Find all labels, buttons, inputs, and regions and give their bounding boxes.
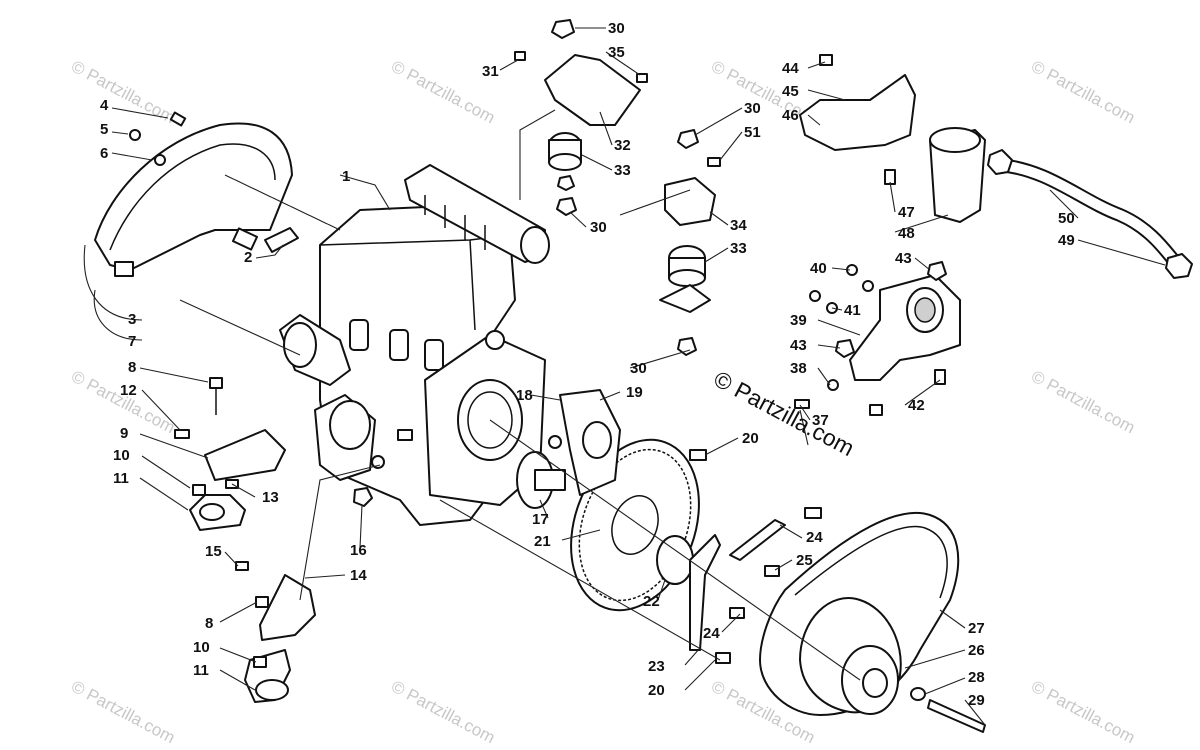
callout-47: 47 bbox=[898, 204, 915, 221]
callout-11: 11 bbox=[113, 470, 129, 487]
callout-14: 14 bbox=[350, 567, 367, 584]
callout-4: 4 bbox=[100, 97, 109, 114]
watermark-text: © Partzilla.com bbox=[388, 677, 498, 748]
callout-24-lower: 24 bbox=[703, 625, 720, 642]
callout-3: 3 bbox=[128, 311, 136, 328]
callout-46: 46 bbox=[782, 107, 799, 124]
callout-labels: 1 2 3 4 5 6 7 8 9 10 11 12 13 14 15 16 1… bbox=[100, 20, 1075, 709]
callout-34: 34 bbox=[730, 217, 747, 234]
callout-39: 39 bbox=[790, 312, 807, 329]
watermark-text: © Partzilla.com bbox=[1028, 677, 1138, 748]
callout-40: 40 bbox=[810, 260, 827, 277]
callout-7: 7 bbox=[128, 333, 136, 350]
upper-mount bbox=[544, 54, 641, 171]
bracket-39 bbox=[849, 274, 961, 381]
drive-clutch-and-belt bbox=[759, 511, 986, 733]
callout-24: 24 bbox=[806, 529, 823, 546]
callout-22: 22 bbox=[643, 593, 660, 610]
callout-21: 21 bbox=[534, 533, 551, 550]
callout-50: 50 bbox=[1058, 210, 1075, 227]
callout-20: 20 bbox=[742, 430, 759, 447]
leader-lines bbox=[83, 27, 1166, 726]
callout-11-lower: 11 bbox=[193, 662, 209, 679]
belt-guard bbox=[94, 122, 299, 277]
callout-51: 51 bbox=[744, 124, 761, 141]
callout-17: 17 bbox=[532, 511, 549, 528]
callout-23: 23 bbox=[648, 658, 665, 675]
mount-34 bbox=[659, 177, 716, 313]
hub bbox=[516, 451, 694, 585]
callout-20-lower: 20 bbox=[648, 682, 665, 699]
callout-1: 1 bbox=[342, 168, 350, 185]
callout-44: 44 bbox=[782, 60, 799, 77]
callout-12: 12 bbox=[120, 382, 137, 399]
callout-33-b: 33 bbox=[730, 240, 747, 257]
callout-13: 13 bbox=[262, 489, 279, 506]
callout-30-b: 30 bbox=[744, 100, 761, 117]
callout-41: 41 bbox=[844, 302, 861, 319]
callout-28: 28 bbox=[968, 669, 985, 686]
callout-43-b: 43 bbox=[790, 337, 807, 354]
callout-5: 5 bbox=[100, 121, 108, 138]
callout-15: 15 bbox=[205, 543, 222, 560]
callout-19: 19 bbox=[626, 384, 643, 401]
callout-8: 8 bbox=[128, 359, 136, 376]
watermark-text: © Partzilla.com bbox=[1028, 367, 1138, 438]
callout-30-d: 30 bbox=[630, 360, 647, 377]
fuel-filter-assembly bbox=[799, 74, 1193, 279]
callout-10: 10 bbox=[113, 447, 130, 464]
center-watermark: © Partzilla.com bbox=[710, 365, 859, 461]
callout-8-lower: 8 bbox=[205, 615, 213, 632]
callout-9: 9 bbox=[120, 425, 128, 442]
callout-31: 31 bbox=[482, 63, 499, 80]
callout-35: 35 bbox=[608, 44, 625, 61]
watermark-text: © Partzilla.com bbox=[68, 677, 178, 748]
callout-29: 29 bbox=[968, 692, 985, 709]
callout-37: 37 bbox=[812, 412, 829, 429]
callout-18: 18 bbox=[516, 387, 533, 404]
callout-30-c: 30 bbox=[590, 219, 607, 236]
callout-33: 33 bbox=[614, 162, 631, 179]
bracket-23 bbox=[689, 519, 786, 651]
mount-left-upper bbox=[189, 429, 316, 703]
bracket-19 bbox=[559, 389, 621, 496]
callout-10-lower: 10 bbox=[193, 639, 210, 656]
callout-43: 43 bbox=[895, 250, 912, 267]
callout-42: 42 bbox=[908, 397, 925, 414]
callout-32: 32 bbox=[614, 137, 631, 154]
callout-6: 6 bbox=[100, 145, 108, 162]
callout-49: 49 bbox=[1058, 232, 1075, 249]
callout-25: 25 bbox=[796, 552, 813, 569]
callout-16: 16 bbox=[350, 542, 367, 559]
callout-48: 48 bbox=[898, 225, 915, 242]
engine-block bbox=[279, 164, 562, 526]
watermark-text: © Partzilla.com bbox=[1028, 57, 1138, 128]
callout-38: 38 bbox=[790, 360, 807, 377]
callout-27: 27 bbox=[968, 620, 985, 637]
callout-45: 45 bbox=[782, 83, 799, 100]
callout-2: 2 bbox=[244, 249, 252, 266]
callout-26: 26 bbox=[968, 642, 985, 659]
callout-30: 30 bbox=[608, 20, 625, 37]
